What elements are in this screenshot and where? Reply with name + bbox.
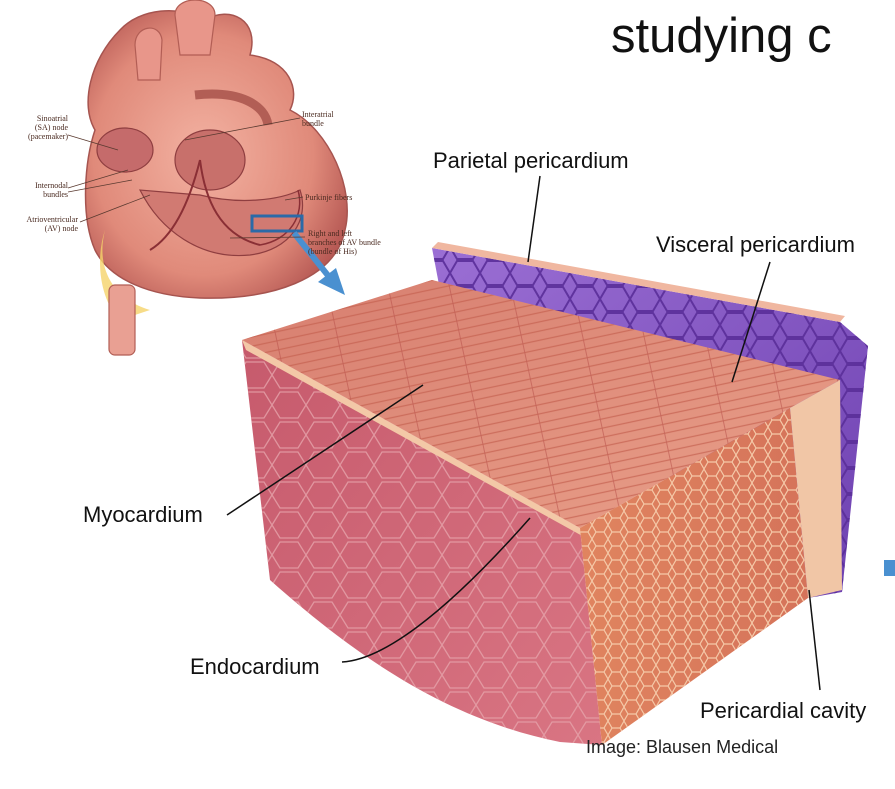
label-bundle-branches: Right and left branches of AV bundle (bu…	[308, 229, 381, 256]
label-pericardial-cavity: Pericardial cavity	[700, 698, 866, 724]
edge-marker	[884, 560, 895, 576]
label-internodal: Internodal bundles	[6, 181, 68, 199]
label-av-node: Atrioventricular (AV) node	[0, 215, 78, 233]
heart-body	[86, 0, 348, 355]
label-parietal-pericardium: Parietal pericardium	[433, 148, 629, 174]
label-purkinje: Purkinje fibers	[305, 193, 352, 202]
label-endocardium: Endocardium	[190, 654, 320, 680]
label-interatrial: Interatrial bundle	[302, 110, 334, 128]
label-myocardium: Myocardium	[83, 502, 203, 528]
image-credit: Image: Blausen Medical	[586, 737, 778, 758]
label-sa-node: Sinoatrial (SA) node (pacemaker)	[6, 114, 68, 141]
label-visceral-pericardium: Visceral pericardium	[656, 232, 855, 258]
